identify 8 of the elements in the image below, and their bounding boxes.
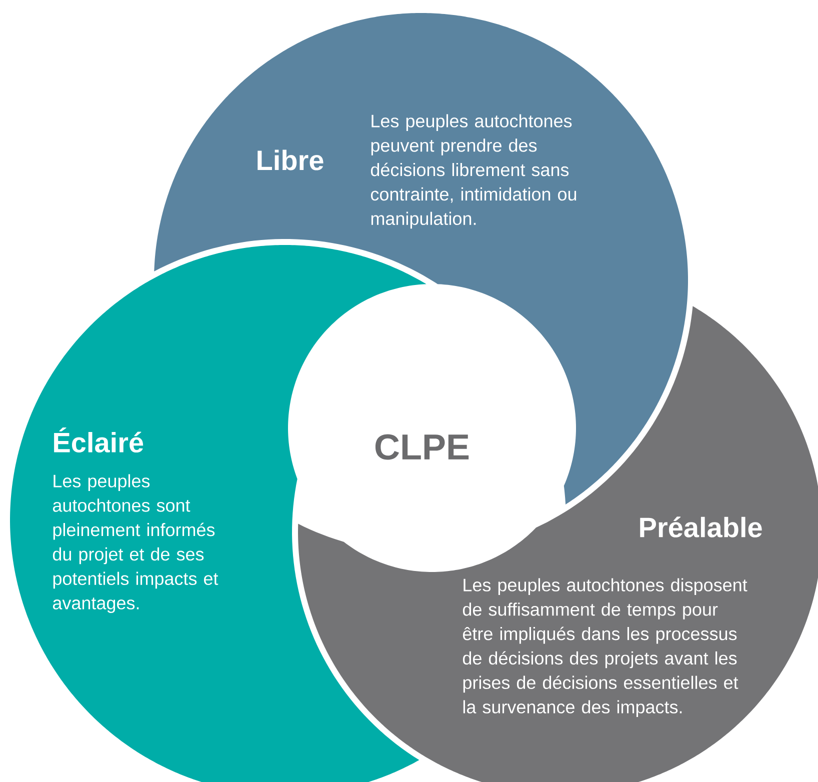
heading: Éclairé [54, 427, 144, 453]
center-label: CLPE [375, 434, 469, 460]
description: Les peuples autochtones disposent de suffisamment de temps pour être impliqués dans les processus de décisions des projets avant les prises de décisions essentielles et la survenance des impacts. [462, 578, 748, 717]
description: Les peuples autochtones sont pleinement informés du projet et de ses potentiels impacts et avantages. [52, 474, 218, 613]
description: Les peuples autochtones peuvent prendre des décisions librement sans contrainte, intimidation ou manipulation. [370, 114, 576, 229]
heading: Préalable [640, 516, 762, 538]
heading: Libre [258, 150, 324, 170]
crescent-shape [298, 306, 818, 782]
